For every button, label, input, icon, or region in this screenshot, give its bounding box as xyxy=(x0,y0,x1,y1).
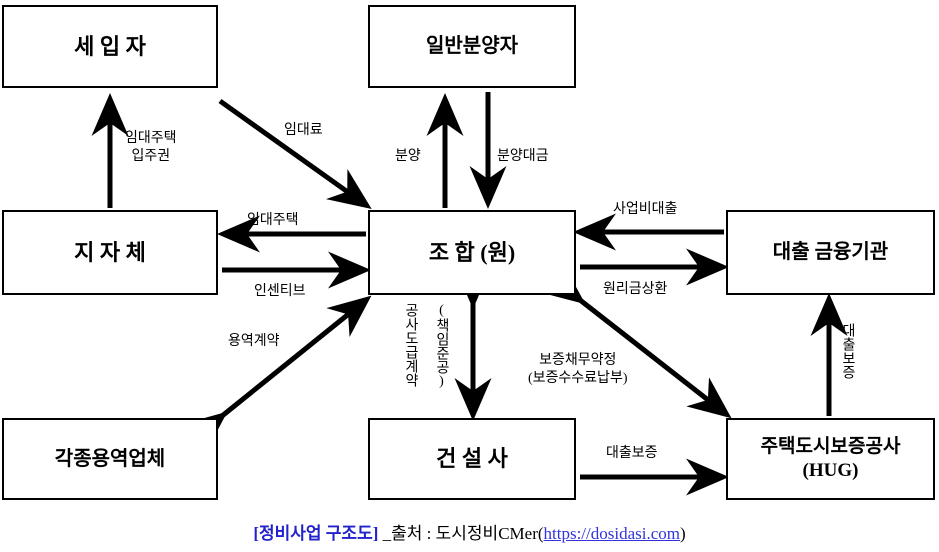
edge-label-loan-guarantee-bank: 대출보증 xyxy=(840,323,855,379)
caption-source-prefix: 출처 : 도시정비CMer( xyxy=(391,524,544,543)
node-tenant-label: 세 입 자 xyxy=(74,33,146,59)
edge-label-rent-fee: 임대료 xyxy=(284,123,323,138)
node-construction-company[interactable]: 건 설 사 xyxy=(368,418,576,500)
edge-label-service-contract: 용역계약 xyxy=(228,334,280,349)
edge-label-guarantee-agreement: 보증채무약정 (보증수수료납부) xyxy=(528,353,628,387)
edge-label-rental-housing-right: 임대주택 입주권 xyxy=(125,131,177,165)
caption-url-link[interactable]: https://dosidasi.com xyxy=(543,524,680,543)
arrow-rent-fee xyxy=(218,98,372,210)
edge-label-supply-payment: 분양대금 xyxy=(497,149,549,164)
node-local-government[interactable]: 지 자 체 xyxy=(2,210,218,295)
edge-label-loan-guarantee-builder: 대출보증 xyxy=(606,446,658,461)
node-union[interactable]: 조 합 (원) xyxy=(368,210,576,295)
edge-label-responsible-completion: (책임준공) xyxy=(434,303,449,389)
arrow-guarantee-agreement xyxy=(540,263,732,419)
caption-separator: _ xyxy=(378,524,392,543)
arrow-service-contract xyxy=(182,295,372,453)
edge-label-incentive: 인센티브 xyxy=(254,284,306,299)
caption-title: [정비사업 구조도] xyxy=(253,524,379,543)
caption: [정비사업 구조도] _출처 : 도시정비CMer(https://dosida… xyxy=(0,519,939,544)
edge-label-construction-contract: 공사도급계약 xyxy=(403,303,418,387)
caption-suffix: ) xyxy=(680,524,686,543)
edge-label-rental-housing-union: 임대주택 xyxy=(247,213,299,228)
edge-label-project-loan: 사업비대출 xyxy=(613,202,678,217)
node-service-vendors[interactable]: 각종용역업체 xyxy=(2,418,218,500)
node-lending-bank-label: 대출 금융기관 xyxy=(772,241,889,263)
node-general-buyer[interactable]: 일반분양자 xyxy=(368,5,576,88)
node-lending-bank[interactable]: 대출 금융기관 xyxy=(726,210,935,295)
node-union-label: 조 합 (원) xyxy=(428,239,516,265)
node-hug[interactable]: 주택도시보증공사 (HUG) xyxy=(726,418,935,500)
node-general-buyer-label: 일반분양자 xyxy=(426,35,518,57)
node-tenant[interactable]: 세 입 자 xyxy=(2,5,218,88)
node-service-vendors-label: 각종용역업체 xyxy=(54,447,166,470)
edge-label-loan-repayment: 원리금상환 xyxy=(603,282,668,297)
node-local-government-label: 지 자 체 xyxy=(74,239,146,265)
node-construction-company-label: 건 설 사 xyxy=(436,446,508,472)
edge-label-supply: 분양 xyxy=(395,149,421,164)
node-hug-label: 주택도시보증공사 (HUG) xyxy=(760,436,901,481)
